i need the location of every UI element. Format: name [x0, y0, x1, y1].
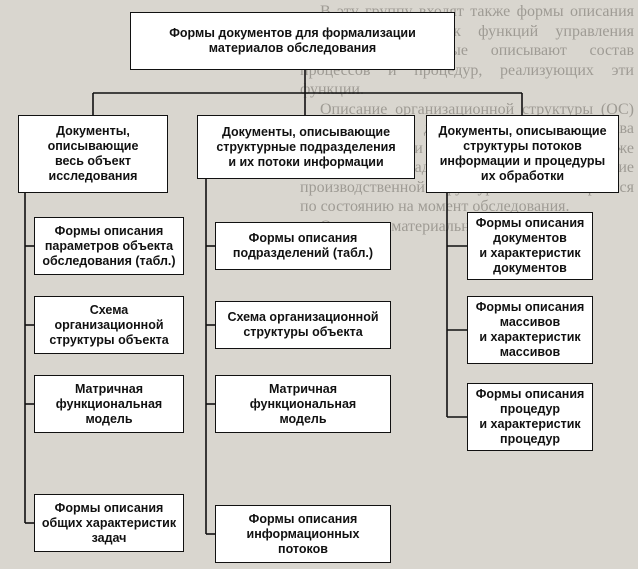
form-box: Формы описания массивов и характеристик … — [467, 296, 593, 364]
form-box: Формы описания информационных потоков — [215, 505, 391, 563]
form-box: Схема организационной структуры объекта — [34, 296, 184, 354]
form-box: Формы описания общих характеристик задач — [34, 494, 184, 552]
form-label: Матричная функциональная модель — [55, 381, 163, 426]
form-box: Формы описания документов и характеристи… — [467, 212, 593, 280]
category-label: Документы, описывающие весь объект иссле… — [47, 124, 139, 183]
category-box-subdivisions: Документы, описывающие структурные подра… — [197, 115, 415, 179]
form-label: Формы описания подразделений (табл.) — [232, 231, 374, 260]
category-label: Документы, описывающие структурные подра… — [216, 124, 396, 169]
form-label: Схема организационной структуры объекта — [227, 310, 379, 339]
category-box-info-flows: Документы, описывающие структуры потоков… — [426, 115, 619, 193]
form-label: Формы описания параметров объекта обслед… — [42, 223, 176, 268]
form-box: Формы описания параметров объекта обслед… — [34, 217, 184, 275]
root-label: Формы документов для формализации матери… — [169, 26, 416, 55]
form-label: Формы описания документов и характеристи… — [475, 216, 585, 275]
category-box-whole-object: Документы, описывающие весь объект иссле… — [18, 115, 168, 193]
form-box: Матричная функциональная модель — [34, 375, 184, 433]
form-label: Формы описания массивов и характеристик … — [475, 300, 585, 359]
form-label: Схема организационной структуры объекта — [49, 302, 169, 347]
form-label: Формы описания информационных потоков — [246, 511, 360, 556]
form-label: Формы описания процедур и характеристик … — [475, 387, 585, 446]
form-box: Формы описания процедур и характеристик … — [467, 383, 593, 451]
form-box: Матричная функциональная модель — [215, 375, 391, 433]
form-box: Схема организационной структуры объекта — [215, 301, 391, 349]
category-label: Документы, описывающие структуры потоков… — [438, 124, 607, 183]
root-box: Формы документов для формализации матери… — [130, 12, 455, 70]
form-label: Матричная функциональная модель — [249, 381, 357, 426]
form-label: Формы описания общих характеристик задач — [41, 500, 177, 545]
form-box: Формы описания подразделений (табл.) — [215, 222, 391, 270]
